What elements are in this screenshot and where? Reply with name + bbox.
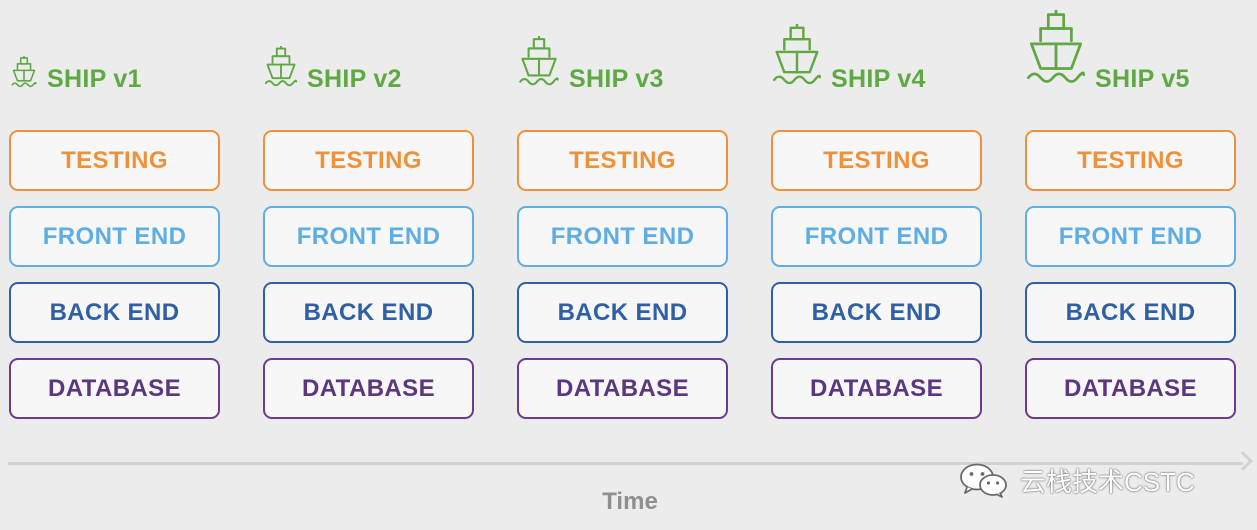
- database-layer: DATABASE: [771, 358, 982, 419]
- back-end-layer: BACK END: [263, 282, 474, 343]
- testing-layer: TESTING: [1025, 130, 1236, 191]
- arrow-right-icon: [1233, 451, 1253, 471]
- testing-layer: TESTING: [517, 130, 728, 191]
- testing-layer: TESTING: [9, 130, 220, 191]
- front-end-layer: FRONT END: [517, 206, 728, 267]
- ship-version-label: SHIP v3: [569, 65, 664, 93]
- database-layer: DATABASE: [517, 358, 728, 419]
- timeline-axis: [8, 462, 1243, 465]
- time-axis-label: Time: [602, 488, 658, 515]
- testing-layer: TESTING: [771, 130, 982, 191]
- back-end-layer: BACK END: [517, 282, 728, 343]
- ship-icon: [1025, 10, 1087, 90]
- ship-version-label: SHIP v4: [831, 65, 926, 93]
- front-end-layer: FRONT END: [9, 206, 220, 267]
- database-layer: DATABASE: [9, 358, 220, 419]
- front-end-layer: FRONT END: [263, 206, 474, 267]
- ship-icon: [771, 24, 823, 90]
- database-layer: DATABASE: [1025, 358, 1236, 419]
- ship-header: SHIP v5: [1025, 10, 1257, 93]
- watermark: 云栈技术CSTC: [958, 462, 1195, 498]
- ship-icon: [517, 36, 561, 90]
- ship-version-label: SHIP v1: [47, 65, 142, 93]
- back-end-layer: BACK END: [771, 282, 982, 343]
- version-column-3: SHIP v3 TESTING FRONT END BACK END DATAB…: [517, 0, 733, 430]
- database-layer: DATABASE: [263, 358, 474, 419]
- ship-header: SHIP v4: [771, 10, 1031, 93]
- version-column-2: SHIP v2 TESTING FRONT END BACK END DATAB…: [263, 0, 479, 430]
- testing-layer: TESTING: [263, 130, 474, 191]
- ship-version-label: SHIP v5: [1095, 65, 1190, 93]
- version-column-1: SHIP v1 TESTING FRONT END BACK END DATAB…: [9, 0, 225, 430]
- watermark-text: 云栈技术CSTC: [1020, 466, 1195, 497]
- ship-header: SHIP v2: [263, 10, 523, 93]
- ship-header: SHIP v3: [517, 10, 777, 93]
- front-end-layer: FRONT END: [771, 206, 982, 267]
- wechat-icon: [958, 462, 1010, 498]
- ship-header: SHIP v1: [9, 10, 269, 93]
- ship-icon: [263, 46, 299, 90]
- back-end-layer: BACK END: [9, 282, 220, 343]
- front-end-layer: FRONT END: [1025, 206, 1236, 267]
- ship-version-label: SHIP v2: [307, 65, 402, 93]
- version-column-5: SHIP v5 TESTING FRONT END BACK END DATAB…: [1025, 0, 1241, 430]
- version-column-4: SHIP v4 TESTING FRONT END BACK END DATAB…: [771, 0, 987, 430]
- ship-icon: [9, 56, 39, 90]
- back-end-layer: BACK END: [1025, 282, 1236, 343]
